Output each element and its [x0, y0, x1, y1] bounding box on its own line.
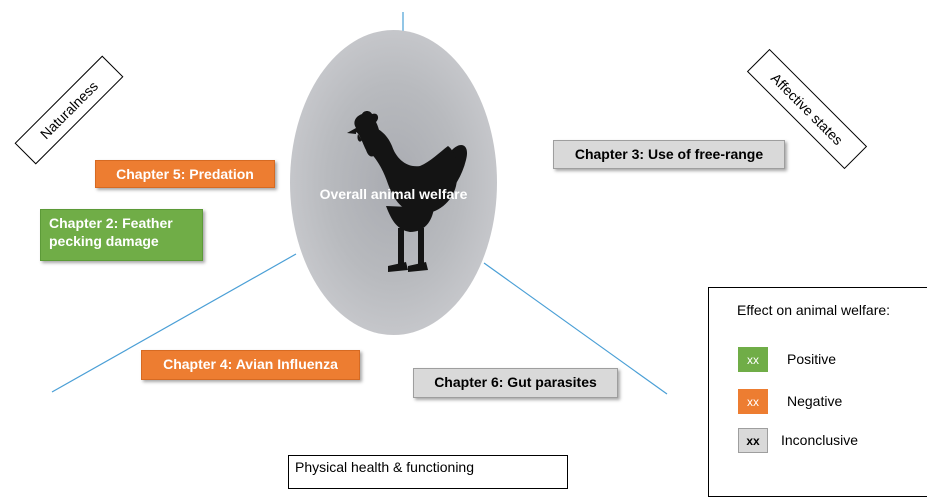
legend-swatch-positive: xx — [738, 347, 768, 372]
chapter-2-feather-pecking: Chapter 2: Feather pecking damage — [40, 209, 203, 261]
chapter-3-free-range: Chapter 3: Use of free-range — [553, 140, 785, 169]
center-ellipse — [290, 30, 497, 335]
legend-label-positive: Positive — [787, 351, 837, 367]
legend-label-negative: Negative — [787, 393, 843, 409]
divider-line-lower-left — [51, 253, 297, 393]
divider-line-lower-right — [483, 262, 668, 395]
legend-title: Effect on animal welfare: — [737, 302, 891, 318]
chapter-6-gut-parasites: Chapter 6: Gut parasites — [413, 368, 618, 398]
legend-swatch-inconclusive: xx — [738, 428, 768, 453]
chapter-5-predation: Chapter 5: Predation — [95, 160, 275, 188]
legend-label-inconclusive: Inconclusive — [781, 432, 859, 448]
dimension-physical-health: Physical health & functioning — [288, 455, 568, 489]
chapter-4-avian-influenza: Chapter 4: Avian Influenza — [141, 350, 360, 380]
center-label: Overall animal welfare — [319, 186, 468, 202]
legend-swatch-negative: xx — [738, 389, 768, 414]
